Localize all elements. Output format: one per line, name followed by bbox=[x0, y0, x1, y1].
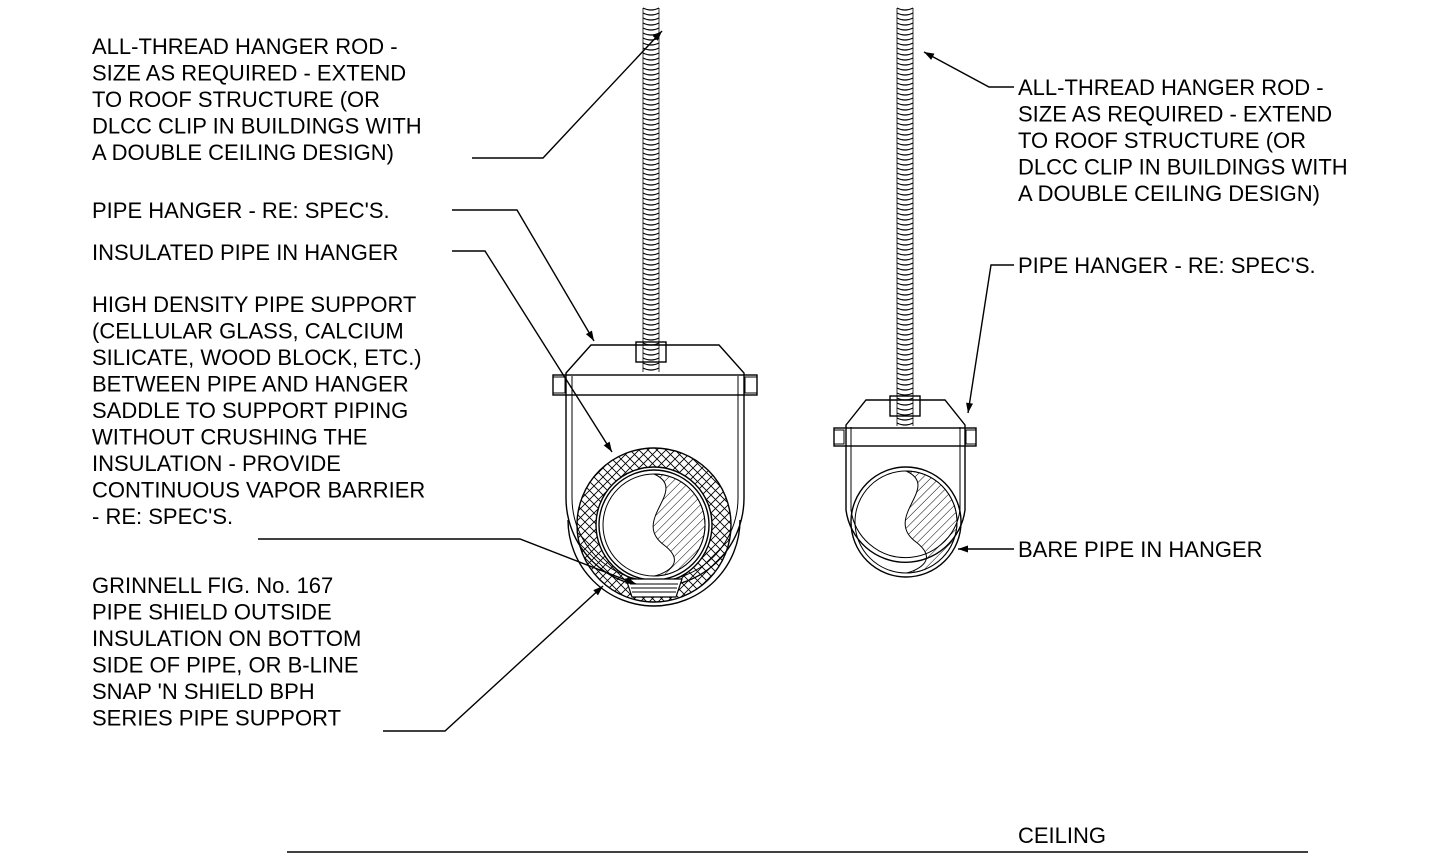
label-line: SIDE OF PIPE, OR B-LINE bbox=[92, 653, 359, 678]
left-insulation bbox=[576, 447, 732, 603]
right-assembly bbox=[833, 7, 977, 578]
label-line: TO ROOF STRUCTURE (OR bbox=[92, 87, 380, 112]
right-pipe-hanger bbox=[845, 399, 966, 563]
label-right-bare-pipe: BARE PIPE IN HANGER bbox=[1018, 537, 1263, 562]
label-line: ALL-THREAD HANGER ROD - bbox=[1018, 75, 1324, 100]
label-line: PIPE SHIELD OUTSIDE bbox=[92, 600, 332, 625]
label-line: INSULATION - PROVIDE bbox=[92, 451, 341, 476]
label-line: - RE: SPEC'S. bbox=[92, 504, 233, 529]
label-line: A DOUBLE CEILING DESIGN) bbox=[92, 140, 394, 165]
label-line: INSULATED PIPE IN HANGER bbox=[92, 240, 398, 265]
leader-left-hanger bbox=[452, 209, 595, 342]
label-left-pipe-hanger: PIPE HANGER - RE: SPEC'S. bbox=[92, 198, 390, 223]
leader-left-insulation bbox=[452, 250, 613, 453]
label-line: SERIES PIPE SUPPORT bbox=[92, 706, 341, 731]
label-line: CONTINUOUS VAPOR BARRIER bbox=[92, 478, 425, 503]
label-line: (CELLULAR GLASS, CALCIUM bbox=[92, 319, 404, 344]
leader-lines bbox=[258, 30, 1014, 732]
leader-left-shield bbox=[383, 585, 604, 732]
label-line: DLCC CLIP IN BUILDINGS WITH bbox=[1018, 155, 1348, 180]
label-line: PIPE HANGER - RE: SPEC'S. bbox=[92, 198, 390, 223]
left-rod-nut bbox=[635, 341, 667, 363]
label-line: CEILING bbox=[1018, 823, 1106, 848]
left-assembly bbox=[552, 7, 758, 607]
label-line: SNAP 'N SHIELD BPH bbox=[92, 679, 315, 704]
leader-right-hanger bbox=[966, 264, 1014, 414]
right-cross-bolt bbox=[833, 427, 977, 447]
label-line: INSULATION ON BOTTOM bbox=[92, 626, 361, 651]
rod-thread bbox=[642, 7, 660, 371]
label-line: SIZE AS REQUIRED - EXTEND bbox=[92, 61, 406, 86]
leader-left-support bbox=[258, 538, 637, 585]
label-line: SILICATE, WOOD BLOCK, ETC.) bbox=[92, 345, 422, 370]
label-line: DLCC CLIP IN BUILDINGS WITH bbox=[92, 114, 422, 139]
left-hanger-rod bbox=[642, 7, 660, 372]
label-line: A DOUBLE CEILING DESIGN) bbox=[1018, 181, 1320, 206]
left-pipe-section-hatch bbox=[652, 473, 706, 577]
leader-left-rod bbox=[472, 30, 663, 159]
leader-right-rod bbox=[923, 51, 1014, 88]
label-ceiling: CEILING bbox=[1018, 823, 1106, 848]
label-right-hanger-rod: ALL-THREAD HANGER ROD -SIZE AS REQUIRED … bbox=[1018, 75, 1348, 206]
label-line: SIZE AS REQUIRED - EXTEND bbox=[1018, 102, 1332, 127]
label-line: BARE PIPE IN HANGER bbox=[1018, 537, 1263, 562]
label-line: BETWEEN PIPE AND HANGER bbox=[92, 372, 409, 397]
right-pipe bbox=[850, 466, 962, 578]
label-left-insulated-pipe: INSULATED PIPE IN HANGER bbox=[92, 240, 398, 265]
label-line: SADDLE TO SUPPORT PIPING bbox=[92, 398, 408, 423]
label-right-pipe-hanger: PIPE HANGER - RE: SPEC'S. bbox=[1018, 253, 1316, 278]
left-cross-bolt bbox=[552, 374, 758, 396]
label-line: WITHOUT CRUSHING THE bbox=[92, 425, 367, 450]
right-rod-nut bbox=[889, 395, 921, 417]
label-line: GRINNELL FIG. No. 167 bbox=[92, 573, 333, 598]
label-line: PIPE HANGER - RE: SPEC'S. bbox=[1018, 253, 1316, 278]
label-line: TO ROOF STRUCTURE (OR bbox=[1018, 128, 1306, 153]
right-hanger-rod bbox=[896, 7, 914, 426]
left-pipe-shield bbox=[567, 519, 741, 607]
rod-thread bbox=[896, 7, 914, 426]
label-line: ALL-THREAD HANGER ROD - bbox=[92, 34, 398, 59]
label-line: HIGH DENSITY PIPE SUPPORT bbox=[92, 292, 416, 317]
label-left-hanger-rod: ALL-THREAD HANGER ROD -SIZE AS REQUIRED … bbox=[92, 34, 422, 165]
right-pipe-section-hatch bbox=[904, 470, 958, 574]
label-left-pipe-support: HIGH DENSITY PIPE SUPPORT(CELLULAR GLASS… bbox=[92, 292, 425, 529]
